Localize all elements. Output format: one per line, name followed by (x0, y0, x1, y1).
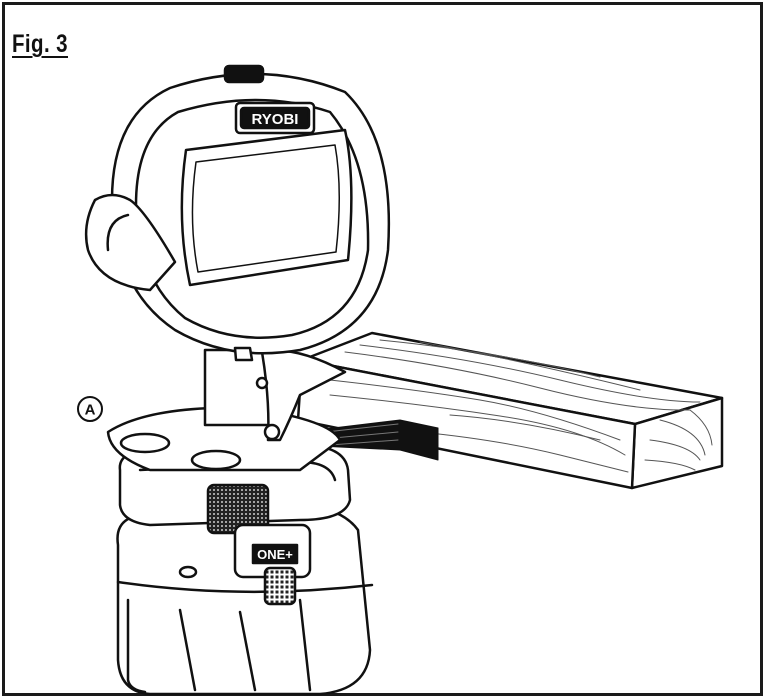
wood-board (289, 331, 724, 490)
light-head: RYOBI (84, 64, 391, 362)
battery-latch (263, 566, 297, 606)
figure-label: Fig. 3 (12, 30, 69, 58)
power-button (223, 64, 265, 84)
clamp-base (106, 348, 347, 472)
brand-logo: RYOBI (252, 111, 299, 128)
battery-logo: ONE+ (257, 547, 293, 562)
callout-a: A (77, 396, 103, 422)
callout-label: A (85, 402, 96, 419)
battery-pack: ONE+ (116, 443, 374, 696)
